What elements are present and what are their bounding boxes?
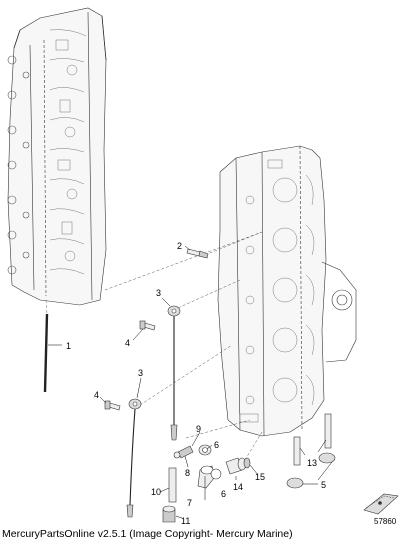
callout-3-lower: 3 bbox=[138, 368, 143, 378]
callout-9: 9 bbox=[196, 424, 201, 434]
callout-7: 7 bbox=[187, 498, 192, 508]
callout-1: 1 bbox=[66, 341, 71, 351]
callout-labels: 1 2 3 3 4 4 5 6 6 7 8 9 10 11 13 14 15 5… bbox=[66, 241, 397, 526]
callout-15: 15 bbox=[255, 472, 265, 482]
callout-6-lower: 6 bbox=[221, 489, 226, 499]
part-3-knock-sensor-upper bbox=[161, 297, 181, 441]
left-cylinder-block bbox=[7, 7, 107, 306]
callout-6-upper: 6 bbox=[214, 440, 219, 450]
part-1-rod bbox=[43, 299, 62, 393]
view-orientation-icon bbox=[363, 493, 399, 515]
callout-11: 11 bbox=[181, 516, 190, 526]
callout-13: 13 bbox=[307, 458, 317, 468]
fittings-assembly bbox=[159, 431, 259, 523]
part-5-plugs bbox=[286, 452, 336, 489]
assembly-leader-lines bbox=[104, 231, 263, 461]
callout-2: 2 bbox=[177, 241, 182, 251]
callout-4-lower: 4 bbox=[94, 390, 99, 400]
callout-14: 14 bbox=[233, 482, 243, 492]
diagram-reference-number: 57860 bbox=[374, 517, 397, 526]
callout-4-upper: 4 bbox=[125, 338, 130, 348]
part-4-bolts bbox=[99, 320, 156, 411]
callout-10: 10 bbox=[151, 487, 161, 497]
callout-5: 5 bbox=[321, 480, 326, 490]
callout-3-upper: 3 bbox=[156, 288, 161, 298]
callout-8: 8 bbox=[185, 468, 190, 478]
part-3-knock-sensor-lower bbox=[126, 377, 142, 518]
part-13-studs bbox=[293, 413, 332, 466]
right-cylinder-block bbox=[217, 145, 357, 437]
part-2-bolt bbox=[184, 245, 209, 259]
copyright-footer: MercuryPartsOnline v2.5.1 (Image Copyrig… bbox=[2, 528, 293, 540]
